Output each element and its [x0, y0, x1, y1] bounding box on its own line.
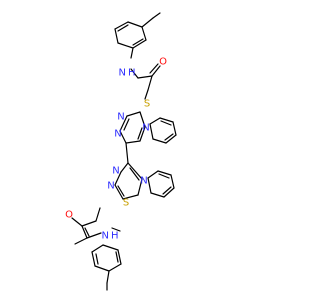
bottom-triazole-ring: [114, 162, 143, 200]
nitrogen-label-top-1: N: [117, 112, 124, 123]
nitrogen-label-bottom-2: N: [107, 181, 114, 192]
sulfur-label-bottom: S: [123, 198, 129, 209]
nitrogen-label-top-2: N: [114, 129, 121, 140]
molecule-structure: N H O S N N N N N N S O N H: [65, 12, 177, 291]
nitrogen-label-bottom-1: N: [112, 166, 119, 177]
nitrogen-label-top-4: N: [142, 123, 149, 134]
oxygen-label-bottom: O: [65, 210, 73, 221]
sulfur-label-top: S: [144, 99, 150, 110]
nitrogen-label-bottom-4: N: [140, 176, 147, 187]
top-triazole-ring: [119, 111, 146, 144]
atom-labels: N H O S N N N N N N S O N H: [65, 57, 167, 242]
top-amide: [130, 63, 161, 100]
bottom-phenyl-ring: [147, 170, 175, 198]
bottom-amide: [71, 207, 121, 245]
methylene-linker-bond: [125, 142, 129, 164]
oxygen-label-top: O: [159, 57, 167, 68]
bottom-tolyl-ring: [91, 244, 122, 284]
nh-label-bottom: N H: [102, 231, 119, 242]
nh-label-top: N H: [119, 68, 136, 79]
top-tolyl-ring: [114, 17, 154, 59]
top-phenyl-ring: [149, 117, 177, 144]
top-methyl-bond: [152, 12, 161, 19]
